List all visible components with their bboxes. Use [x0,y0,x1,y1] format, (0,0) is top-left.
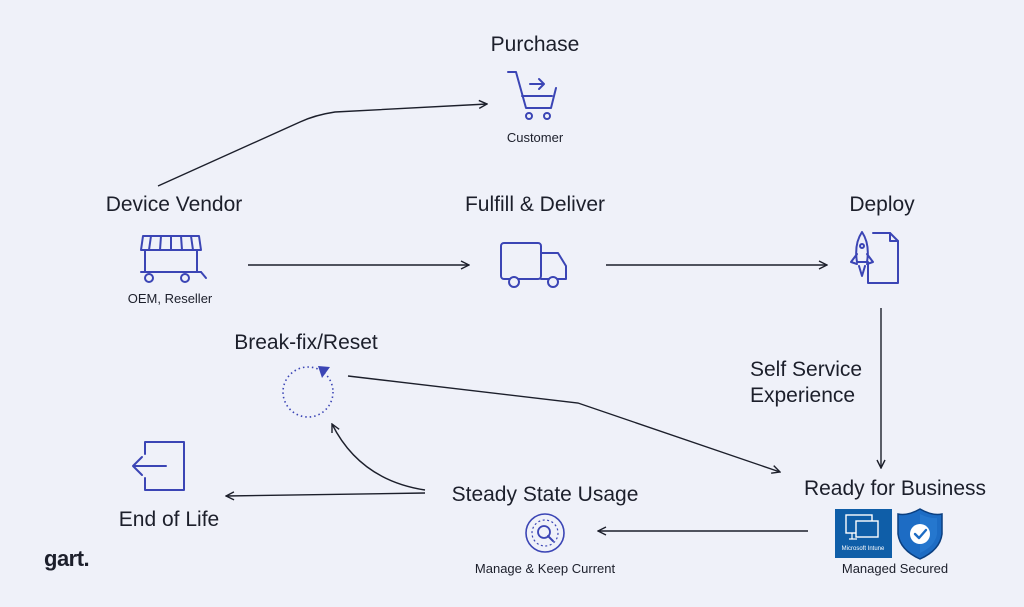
magnifier-circle-icon [525,513,565,553]
vendor-subtitle: OEM, Reseller [127,291,213,306]
delivery-truck-icon [500,242,567,288]
arrow-vendor-to-purchase [157,104,487,187]
rocket-document-icon [850,231,899,284]
intune-label: Microsoft Intune [841,546,885,552]
purchase-title: Purchase [490,33,580,56]
purchase-subtitle: Customer [506,130,564,145]
storefront-icon [140,235,207,283]
vendor-title: Device Vendor [105,193,243,216]
self-service-line1: Self Service [750,358,863,381]
gart-logo: gart. [44,546,90,571]
self-service-label: Self Service Experience [750,357,862,409]
breakfix-title: Break-fix/Reset [234,331,378,354]
shopping-cart-icon [507,71,557,120]
shield-check-icon [897,508,943,560]
arrow-steady-to-breakfix [332,424,426,491]
arrow-breakfix-to-ready [347,375,780,472]
intune-icon [835,509,892,558]
ready-subtitle: Managed Secured [841,561,949,576]
steady-title: Steady State Usage [451,483,639,506]
self-service-line2: Experience [750,384,856,407]
fulfill-title: Fulfill & Deliver [464,193,606,216]
steady-subtitle: Manage & Keep Current [474,561,616,576]
eol-title: End of Life [118,508,220,531]
exit-door-icon [132,441,185,491]
ready-title: Ready for Business [803,477,987,500]
arrow-steady-to-eol [226,493,426,496]
refresh-circle-icon [282,366,334,418]
deploy-title: Deploy [849,193,915,216]
